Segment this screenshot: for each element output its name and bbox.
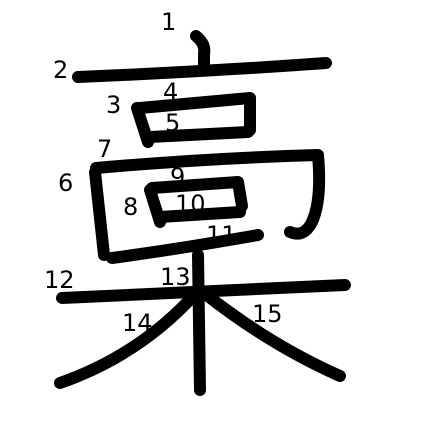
stroke-2 [72,57,332,83]
stroke-number-8: 8 [123,193,138,221]
stroke-13 [192,249,206,396]
stroke-9 [146,176,248,212]
stroke-number-15: 15 [252,300,283,328]
stroke-number-1: 1 [161,8,176,36]
stroke-10 [154,206,246,223]
stroke-4 [134,92,256,136]
stroke-1 [190,30,211,76]
stroke-number-14: 14 [122,309,153,337]
stroke-7 [90,149,326,240]
stroke-number-3: 3 [106,91,121,119]
stroke-11 [106,229,264,264]
stroke-number-2: 2 [53,56,68,84]
stroke-number-7: 7 [97,135,112,163]
stroke-number-5: 5 [165,109,180,137]
stroke-number-10: 10 [175,190,206,218]
stroke-6 [89,166,110,261]
stroke-number-11: 11 [206,221,237,249]
stroke-15 [198,287,346,382]
stroke-number-4: 4 [163,78,178,106]
stroke-number-6: 6 [58,169,73,197]
stroke-number-9: 9 [170,163,185,191]
stroke-14 [54,287,202,389]
stroke-5 [144,126,254,143]
stroke-number-13: 13 [160,263,191,291]
stroke-number-12: 12 [44,266,75,294]
